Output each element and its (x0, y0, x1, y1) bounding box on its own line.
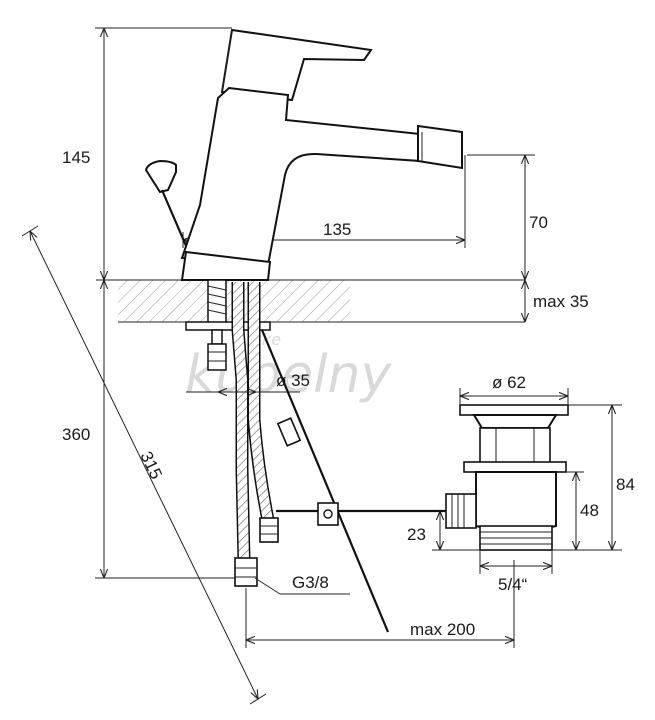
waste-valve (445, 404, 569, 551)
dimension-145-label: 145 (62, 148, 90, 167)
mounting-stud (185, 279, 271, 371)
label-g3-8: G3/8 (254, 573, 350, 595)
dimension-70-label: 70 (529, 213, 548, 232)
mixer-body (180, 28, 463, 281)
pop-up-rod (144, 159, 192, 256)
dimension-84-label: 84 (616, 475, 635, 494)
dimension-360-label: 360 (62, 425, 90, 444)
dimension-23: 23 (407, 511, 482, 551)
dimension-dia-62: ø 62 (459, 373, 569, 404)
dimension-max-35: max 35 (525, 280, 589, 322)
dimension-max-35-label: max 35 (533, 292, 589, 311)
dimension-dia-62-label: ø 62 (492, 373, 526, 392)
pull-rod (260, 329, 446, 633)
dimension-5-4-label: 5/4“ (498, 575, 528, 594)
dimension-48: 48 (566, 471, 599, 550)
dimension-48-label: 48 (580, 501, 599, 520)
dimension-70: 70 (467, 154, 548, 280)
dimension-84: 84 (552, 404, 635, 551)
dimension-max-200: max 200 (245, 560, 515, 648)
supply-hoses (231, 282, 279, 587)
thread-label: G3/8 (292, 573, 329, 592)
dimension-max-200-label: max 200 (410, 620, 475, 639)
dimension-135-label: 135 (323, 220, 351, 239)
countertop (96, 279, 525, 323)
dimension-5-4: 5/4“ (479, 550, 553, 594)
dimension-23-label: 23 (407, 525, 426, 544)
dimension-315-label: 315 (136, 448, 166, 482)
